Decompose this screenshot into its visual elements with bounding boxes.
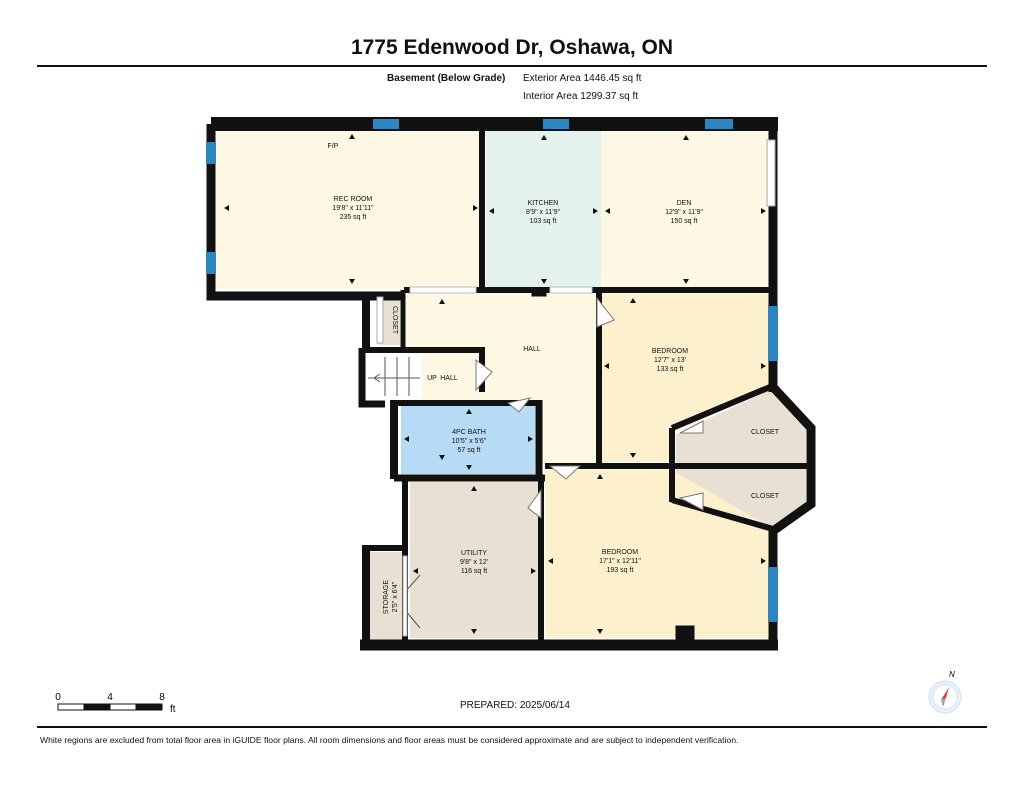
bath-name: 4PC BATH <box>452 429 486 436</box>
door-bedroom-2 <box>548 465 582 480</box>
bath-area: 57 sq ft <box>458 447 481 454</box>
post-bedroom-2 <box>675 625 695 643</box>
dimension-markers <box>224 134 766 634</box>
storage-opening <box>402 555 408 637</box>
scale-bar: 0 4 8 ft <box>40 688 200 725</box>
window-bedroom-1 <box>768 306 778 361</box>
kitchen-fill <box>486 131 601 288</box>
room-labels: F/P REC ROOM 19'8" x 11'11" 235 sq ft KI… <box>328 143 780 614</box>
storage-dims: 2'5" x 6'4" <box>392 581 399 612</box>
kitchen-name: KITCHEN <box>528 200 559 207</box>
window-bedroom-2 <box>768 567 778 622</box>
post <box>531 289 547 297</box>
bath-dims: 10'5" x 5'6" <box>452 438 487 445</box>
rec-room-fill <box>215 126 480 289</box>
storage-fill <box>370 552 406 640</box>
bedroom-1-area: 133 sq ft <box>657 366 684 373</box>
north-arrow-icon: N <box>928 670 962 714</box>
compass-label: N <box>949 670 955 679</box>
kitchen-dims: 8'9" x 11'9" <box>526 209 560 216</box>
rec-room-area: 235 sq ft <box>340 214 367 221</box>
scale-label-8: 8 <box>159 692 165 703</box>
scale-label-4: 4 <box>107 692 113 703</box>
fireplace-label: F/P <box>328 143 339 150</box>
door-hall-small <box>475 359 493 392</box>
window-den-top <box>705 119 733 129</box>
utility-fill <box>410 482 538 638</box>
footer-divider <box>37 726 987 728</box>
stairs-fill <box>366 354 422 399</box>
door-utility <box>527 488 542 520</box>
den-dims: 12'9" x 11'9" <box>665 209 703 216</box>
kitchen-area: 103 sq ft <box>530 218 557 225</box>
door-openings <box>376 139 776 643</box>
door-closet-lower <box>678 492 704 511</box>
interior-area: Interior Area 1299.37 sq ft <box>523 91 639 102</box>
utility-name: UTILITY <box>461 550 487 557</box>
hall-small-fill <box>424 354 476 399</box>
window-kitchen-top <box>543 119 569 129</box>
den-fill <box>601 131 770 288</box>
closet-lower-name: CLOSET <box>751 493 780 500</box>
opening-rec-hall <box>409 286 477 294</box>
storage-name: STORAGE <box>383 580 390 614</box>
level-name: Basement (Below Grade) <box>387 73 506 84</box>
page-title: 1775 Edenwood Dr, Oshawa, ON <box>350 36 674 59</box>
den-name: DEN <box>677 200 692 207</box>
utility-dims: 9'8" x 12' <box>460 559 488 566</box>
den-area: 150 sq ft <box>671 218 698 225</box>
opening-den-hall <box>549 286 593 294</box>
closet-upper-fill <box>676 390 806 463</box>
bedroom-2-name: BEDROOM <box>602 549 638 556</box>
window-den-side <box>766 139 776 207</box>
utility-area: 116 sq ft <box>461 568 487 575</box>
window-rec-top <box>373 119 399 129</box>
closet-door <box>376 296 384 344</box>
bedroom-1-fill <box>602 294 770 462</box>
rec-room-dims: 19'8" x 11'11" <box>332 205 374 212</box>
door-bath <box>506 397 532 413</box>
scale-label-0: 0 <box>55 692 61 703</box>
window-rec-left-2 <box>206 252 216 274</box>
door-bedroom-1 <box>596 296 615 328</box>
closet-upper-name: CLOSET <box>751 429 780 436</box>
title-divider <box>37 65 987 67</box>
stairs-label: UP <box>427 375 437 382</box>
bedroom-1-name: BEDROOM <box>652 348 688 355</box>
bedroom-2-area: 193 sq ft <box>607 567 634 574</box>
hall-small-name: HALL <box>440 375 458 382</box>
exterior-area: Exterior Area 1446.45 sq ft <box>523 73 642 84</box>
stairs <box>368 357 420 396</box>
windows <box>206 119 778 622</box>
bedroom-1-dims: 12'7" x 13' <box>654 357 686 364</box>
closet-small-name: CLOSET <box>391 306 398 335</box>
door-closet-upper <box>679 420 704 434</box>
hall-main-name: HALL <box>523 346 541 353</box>
bath-fill <box>401 405 535 474</box>
scale-unit: ft <box>170 704 176 715</box>
rec-room-name: REC ROOM <box>334 196 373 203</box>
closet-lower-fill <box>676 469 806 527</box>
window-rec-left-1 <box>206 142 216 164</box>
prepared-date: PREPARED: 2025/06/14 <box>460 700 570 711</box>
disclaimer: White regions are excluded from total fl… <box>40 735 739 745</box>
bedroom-2-dims: 17'1" x 12'11" <box>599 558 641 565</box>
